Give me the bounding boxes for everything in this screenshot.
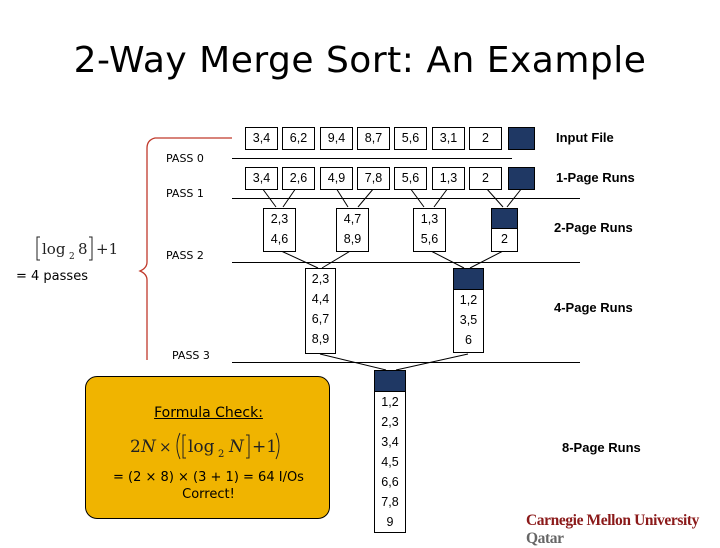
svg-text:2: 2: [69, 252, 75, 262]
formula-check-title: Formula Check:: [154, 405, 263, 421]
8-page-runs-label: 8-Page Runs: [562, 440, 641, 455]
run-page: 1,3: [420, 212, 439, 226]
io-cost-formula: 2 N × log 2 N +1: [130, 432, 280, 460]
2-page-runs-label: 2-Page Runs: [554, 220, 633, 235]
svg-text:+1: +1: [252, 437, 277, 457]
empty-page-block: [453, 268, 484, 290]
pass-bracket: [138, 137, 232, 360]
run-page: 8,9: [343, 232, 362, 246]
run-2-page: 2,3 4,6: [263, 208, 296, 252]
svg-text:N: N: [140, 437, 157, 457]
run-page: 4,5: [381, 455, 399, 469]
input-page: 5,6: [394, 127, 427, 150]
input-page: 6,2: [282, 127, 315, 150]
run-8-page: 1,2 2,3 3,4 4,5 6,6 7,8 9: [374, 391, 406, 533]
run-page: 1,2: [459, 293, 478, 307]
passes-note: = 4 passes: [16, 269, 88, 284]
input-page: 2: [469, 127, 502, 150]
input-page: 3,1: [432, 127, 465, 150]
run-2-page: 1,3 5,6: [413, 208, 446, 252]
run-2-page: 4,7 8,9: [336, 208, 369, 252]
run-1-page: 7,8: [357, 167, 390, 190]
empty-page-block: [491, 208, 518, 229]
formula-calculation: = (2 × 8) × (3 + 1) = 64 I/Os: [113, 470, 304, 485]
cmu-qatar-logo: Carnegie Mellon University Qatar: [526, 512, 720, 548]
svg-text:2: 2: [130, 437, 141, 457]
svg-text:2: 2: [218, 449, 224, 460]
input-page: 9,4: [320, 127, 353, 150]
input-page: 8,7: [357, 127, 390, 150]
empty-page-block: [508, 167, 535, 190]
run-page: 6,6: [381, 475, 399, 489]
pass-1-label: PASS 1: [166, 187, 204, 200]
run-page: 6: [465, 333, 472, 347]
pass-separator: [232, 362, 580, 363]
run-1-page: 3,4: [245, 167, 278, 190]
pass-separator: [232, 262, 580, 263]
run-4-page: 2,3 4,4 6,7 8,9: [305, 268, 336, 354]
run-page: 2,3: [270, 212, 289, 226]
svg-text:+1: +1: [96, 240, 118, 258]
svg-text:×: ×: [159, 438, 172, 456]
run-2-page: 2: [491, 228, 518, 252]
cmu-qatar-suffix: Qatar: [526, 530, 564, 547]
run-4-page: 1,2 3,5 6: [453, 289, 484, 353]
run-page: 8,9: [311, 332, 330, 346]
empty-page-block: [374, 370, 406, 392]
slide-title: 2-Way Merge Sort: An Example: [73, 40, 647, 81]
run-1-page: 5,6: [394, 167, 427, 190]
pass-0-label: PASS 0: [166, 152, 204, 165]
run-page: 9: [386, 515, 394, 529]
svg-text:log: log: [188, 437, 215, 457]
pass-2-label: PASS 2: [166, 249, 204, 262]
run-page: 3,5: [459, 313, 478, 327]
formula-check-box: Formula Check: 2 N × log 2 N +1 = (2 × 8…: [85, 376, 330, 519]
pass-separator: [232, 158, 512, 159]
run-page: 4,7: [343, 212, 362, 226]
log-formula: log 2 8 +1: [36, 236, 118, 262]
svg-text:N: N: [228, 437, 245, 457]
run-page: 4,4: [311, 292, 330, 306]
svg-text:8: 8: [78, 240, 88, 258]
run-page: 2,3: [381, 415, 399, 429]
run-1-page: 2,6: [282, 167, 315, 190]
run-page: 7,8: [381, 495, 399, 509]
run-page: 1,2: [381, 395, 399, 409]
input-page: 3,4: [245, 127, 278, 150]
formula-verdict: Correct!: [182, 487, 235, 502]
run-page: 3,4: [381, 435, 399, 449]
run-1-page: 1,3: [432, 167, 465, 190]
input-file-label: Input File: [556, 130, 614, 145]
run-page: 2,3: [311, 272, 330, 286]
pass-separator: [232, 198, 580, 199]
empty-page-block: [508, 127, 535, 150]
cmu-name: Carnegie Mellon University: [526, 512, 699, 529]
run-page: 4,6: [270, 232, 289, 246]
formula-result: = (2 × 8) × (3 + 1) = 64 I/Os Correct!: [86, 469, 331, 503]
run-1-page: 2: [469, 167, 502, 190]
run-1-page: 4,9: [320, 167, 353, 190]
svg-text:log: log: [42, 240, 66, 258]
run-page: 6,7: [311, 312, 330, 326]
1-page-runs-label: 1-Page Runs: [556, 170, 635, 185]
run-page: 5,6: [420, 232, 439, 246]
4-page-runs-label: 4-Page Runs: [554, 300, 633, 315]
pass-3-label: PASS 3: [172, 349, 210, 362]
